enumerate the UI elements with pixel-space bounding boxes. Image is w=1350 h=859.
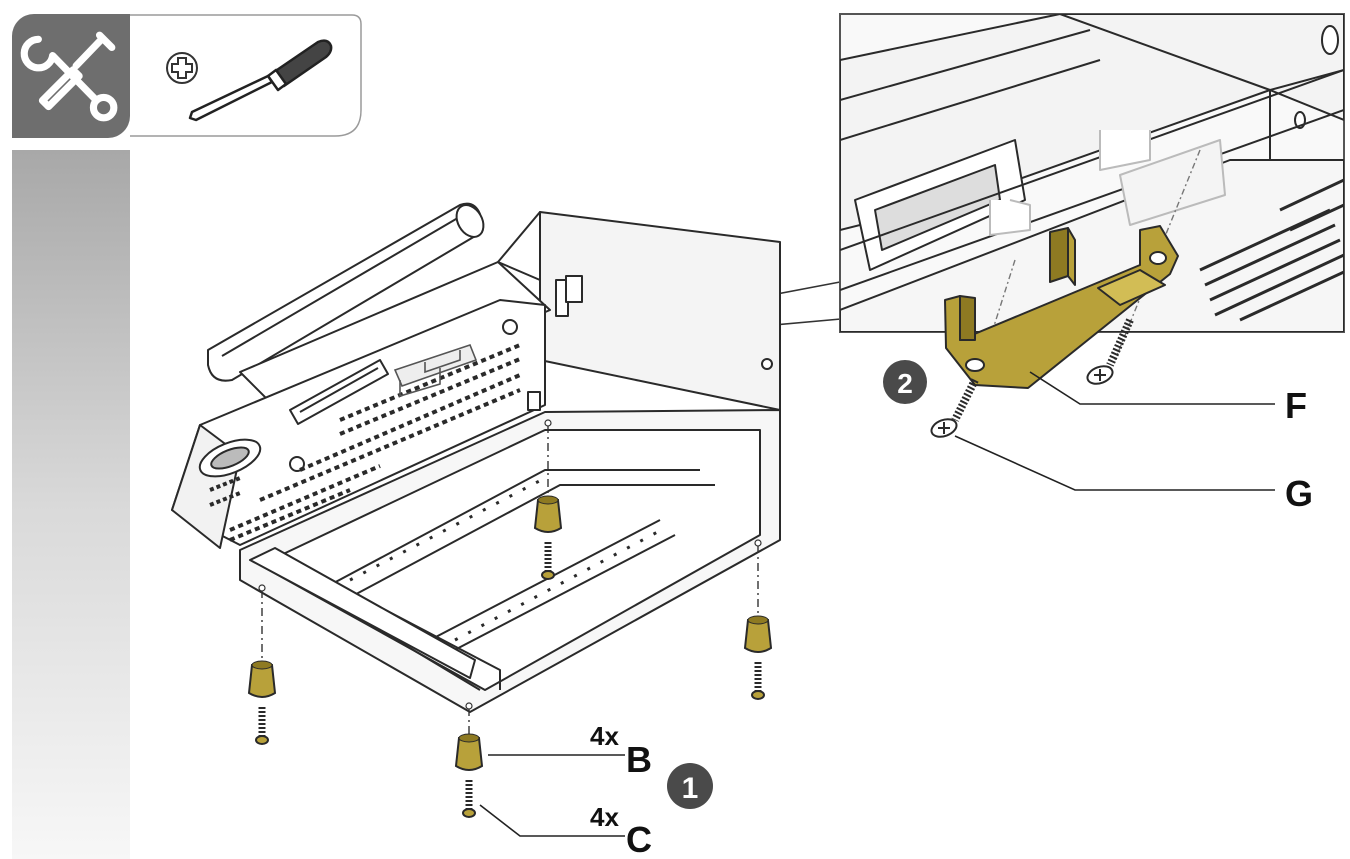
label-G: G — [954, 435, 1313, 514]
rubber-foot-top — [537, 495, 559, 505]
screw-G-right — [1086, 318, 1134, 385]
bracket-hint — [393, 344, 478, 398]
grill-body — [171, 202, 781, 713]
bracket-F — [944, 225, 1179, 389]
step-1-number: 1 — [682, 772, 699, 805]
rubber-foot-B — [743, 619, 773, 653]
rubber-foot-B — [533, 499, 563, 533]
step-1-badge: 1 — [667, 763, 713, 809]
rubber-foot-B — [247, 664, 277, 698]
part-letter-B: B — [626, 739, 652, 780]
rubber-foot-top — [747, 615, 769, 625]
label-B: 4x B — [488, 721, 652, 780]
screw-C-head — [462, 808, 476, 818]
screw-C-head — [255, 735, 269, 745]
part-letter-G: G — [1285, 473, 1313, 514]
tools-frame — [130, 14, 362, 137]
rubber-foot-B — [454, 737, 484, 771]
foot-guide-lines — [261, 425, 759, 735]
rubber-foot-top — [458, 733, 480, 743]
qty-C: 4x — [590, 802, 619, 832]
part-letter-C: C — [626, 819, 652, 859]
label-F: F — [1029, 371, 1307, 426]
rubber-foot-top — [251, 660, 273, 670]
screw-G-left — [930, 378, 979, 438]
tool-panel — [12, 14, 130, 138]
wrench-and-screwdriver-icon — [20, 31, 118, 122]
screw-C-head — [541, 570, 555, 580]
screws-G — [930, 318, 1134, 438]
step-2-number: 2 — [897, 368, 913, 399]
phillips-screwdriver-icon — [188, 39, 333, 122]
sidebar-strip — [12, 150, 130, 859]
phillips-head-symbol-icon — [166, 52, 198, 84]
tools-header — [12, 14, 362, 138]
feet-group — [247, 495, 773, 818]
step-2-badge: 2 — [883, 360, 927, 404]
screw-C-head — [751, 690, 765, 700]
qty-B: 4x — [590, 721, 619, 751]
label-C: 4x C — [479, 802, 652, 859]
zoom-inset — [839, 13, 1345, 371]
part-letter-F: F — [1285, 385, 1307, 426]
